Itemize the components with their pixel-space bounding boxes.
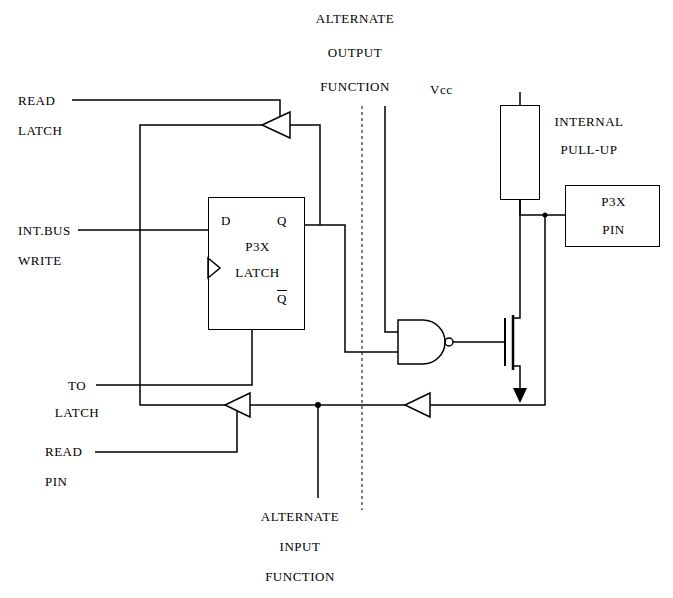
to-latch-wire [96, 330, 252, 385]
gate-wire [453, 341, 505, 343]
read-latch-buffer [262, 112, 290, 138]
divider-line [362, 106, 363, 510]
latch-box: D Q P3X LATCH Q [208, 197, 305, 330]
supply-label: Vcc [430, 81, 452, 99]
pin-sense-wire [430, 215, 545, 405]
pin-name: P3X PIN [601, 188, 626, 244]
pin-letter: D [221, 212, 231, 230]
junction-dot [315, 402, 321, 408]
pin-buffer-output [250, 404, 405, 406]
latch-feedback-wire [290, 125, 320, 225]
read-latch-wire [72, 100, 280, 117]
signal-label: TO LATCH [55, 372, 99, 426]
nand-gate [398, 320, 445, 364]
read-pin-buffer [225, 393, 250, 417]
ground-arrow [513, 388, 527, 403]
signal-label: INT.BUS WRITE [18, 216, 71, 276]
fet-source [513, 366, 520, 390]
signal-label: ALTERNATE OUTPUT FUNCTION [316, 2, 394, 104]
latch-name: P3X LATCH [235, 234, 279, 286]
wires [72, 92, 545, 510]
write-wire [78, 229, 208, 231]
fet-drain [513, 200, 520, 318]
connectors [520, 200, 565, 215]
pull-up-label: INTERNAL PULL-UP [545, 108, 633, 164]
alt-output-wire [385, 106, 398, 332]
q-output-wire [305, 225, 398, 352]
signal-label: READ PIN [45, 437, 82, 497]
pin-letter: Q [277, 290, 287, 308]
clock-input [208, 258, 220, 278]
signal-label: READ LATCH [18, 86, 62, 146]
pin-wire [520, 200, 565, 215]
nand-bubble [445, 338, 453, 346]
fet-channel [512, 315, 515, 370]
pin-input-buffer [405, 393, 430, 417]
pin-box: P3X PIN [565, 185, 660, 247]
read-pin-wire [95, 411, 237, 452]
pin-letter: Q [277, 212, 287, 230]
signal-label: ALTERNATE INPUT FUNCTION [261, 502, 339, 592]
fet-gate [504, 318, 506, 366]
pull-up-box: INTERNAL PULL-UP [500, 105, 540, 200]
alt-input-wire [317, 405, 319, 498]
vcc-wire [519, 92, 521, 105]
